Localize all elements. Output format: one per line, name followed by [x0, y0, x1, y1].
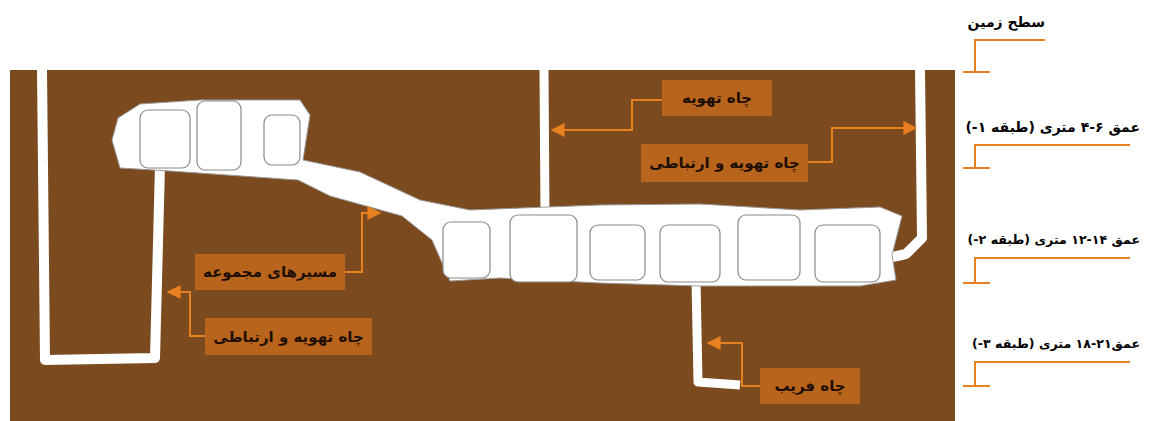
label-text: چاه تهویه و ارتباطی — [649, 154, 799, 172]
depth-label: عمق ۶-۴ متری (طبقه ۱-) — [965, 119, 1140, 136]
depth-markers — [963, 40, 1130, 386]
depth-label: سطح زمین — [968, 14, 1045, 31]
label-box: مسیرهای مجموعه — [195, 254, 345, 290]
label-box: چاه تهویه و ارتباطی — [205, 318, 372, 355]
label-box: چاه تهویه — [662, 80, 772, 116]
label-text: مسیرهای مجموعه — [203, 263, 337, 281]
label-text: چاه تهویه و ارتباطی — [213, 328, 363, 346]
depth-label: عمق ۱۴-۱۲ متری (طبقه ۲-) — [968, 232, 1140, 247]
decoy-shaft — [696, 280, 740, 385]
middle-shaft — [544, 70, 545, 215]
soil-ground — [10, 70, 955, 421]
label-box: چاه فریب — [760, 368, 860, 404]
leader-lines — [168, 100, 916, 386]
label-text: چاه فریب — [774, 377, 845, 395]
label-box: چاه تهویه و ارتباطی — [641, 144, 808, 182]
label-text: چاه تهویه — [682, 89, 752, 107]
depth-label: عمق۲۱-۱۸ متری (طبقه ۳-) — [972, 336, 1140, 351]
